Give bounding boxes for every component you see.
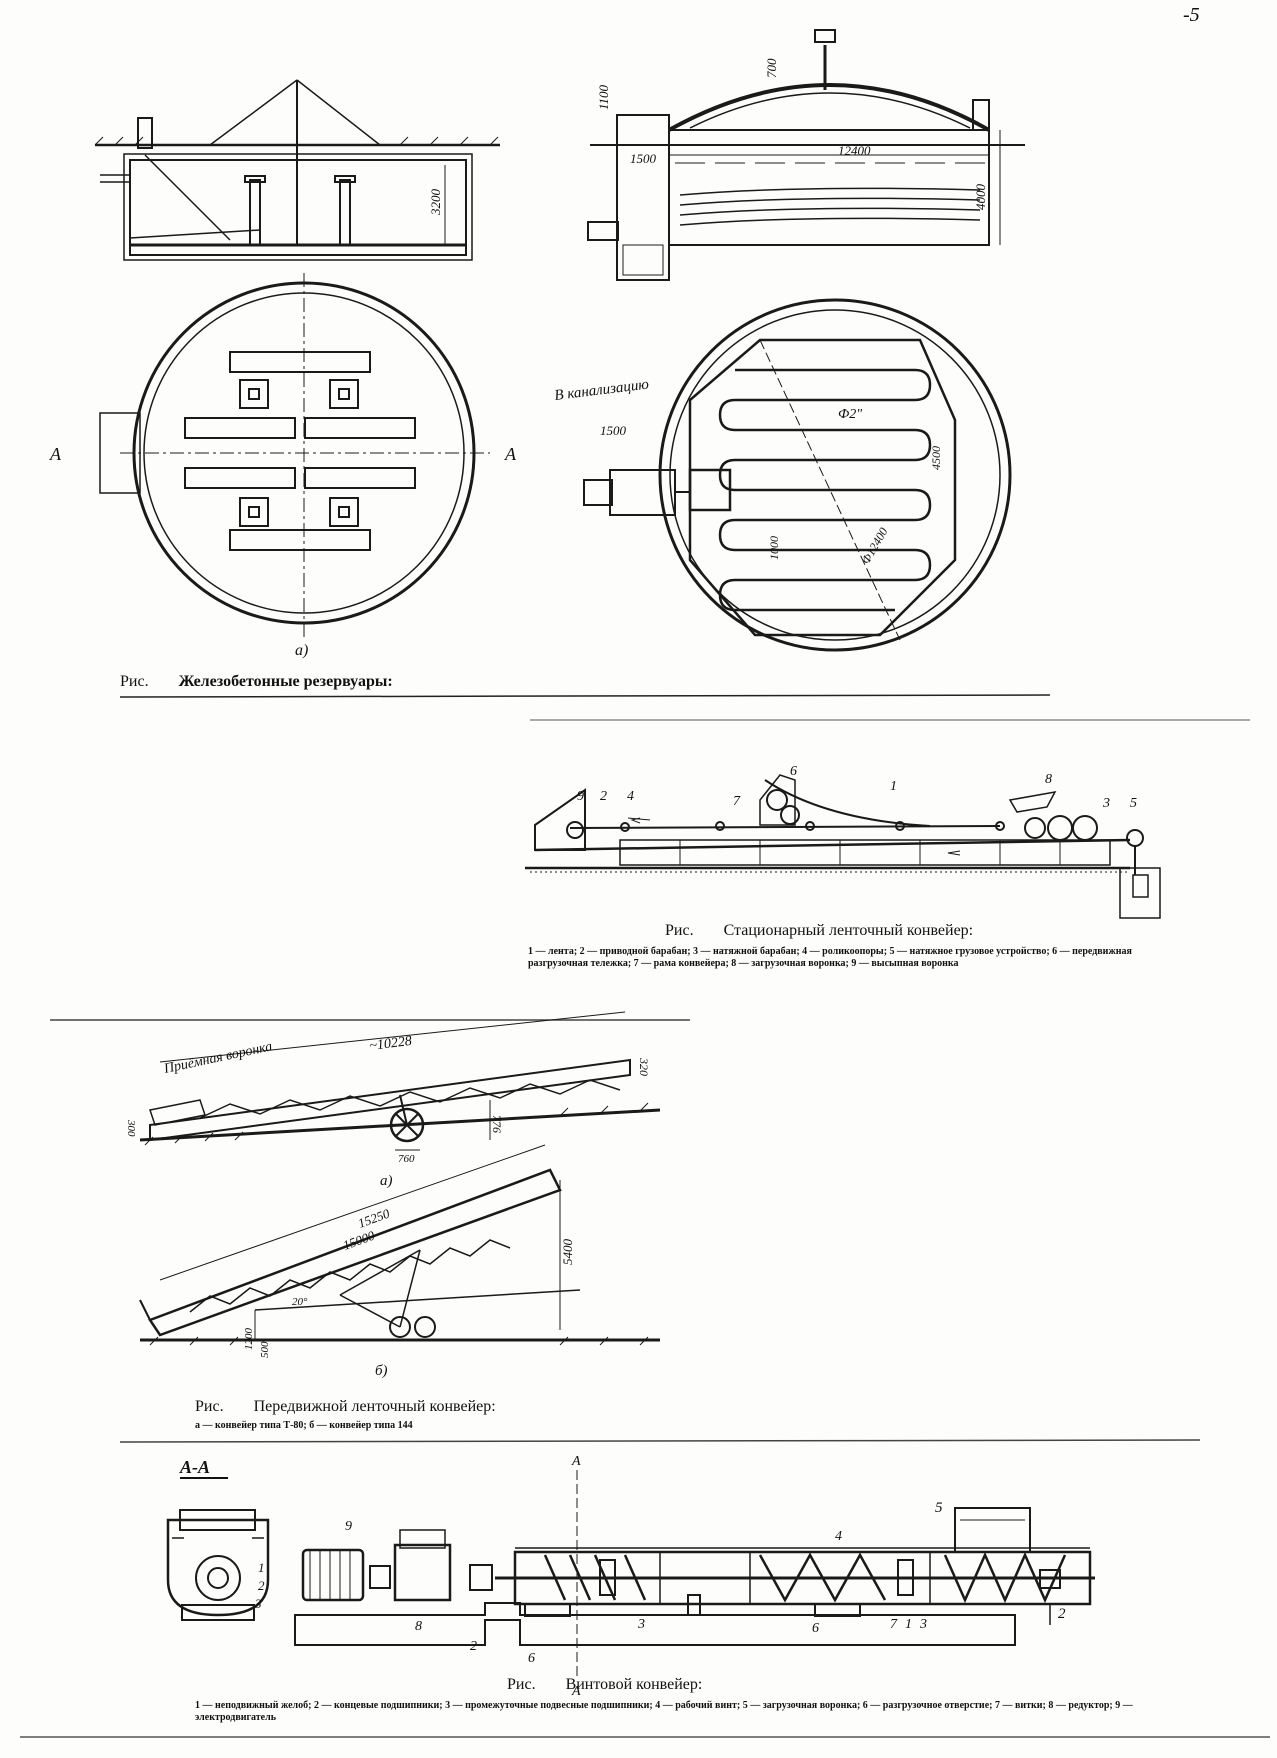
mobile-conveyor-a [139,1011,661,1151]
conv-num-6: 6 [790,764,797,779]
section-num-2: 2 [258,1578,265,1593]
fig1-caption-title: Железобетонные резервуары: [178,673,393,690]
screw-num-2-right: 2 [1058,1606,1066,1622]
fig1-caption: Рис. Железобетонные резервуары: [120,673,393,691]
reservoir-section-right [587,29,1025,281]
screw-num-7: 7 [890,1617,898,1632]
reservoir-plan-right [583,298,1012,652]
fig2-caption-label: Рис. [665,922,694,939]
screw-num-8: 8 [415,1619,422,1634]
dim-10228: ~10228 [369,1034,413,1054]
screw-num-4: 4 [835,1529,842,1544]
conv-num-4: 4 [627,789,634,804]
fig3-caption: Рис. Передвижной ленточный конвейер: [195,1398,496,1416]
fig4-caption-title: Винтовой конвейер: [565,1676,703,1693]
dim-1200: 1200 [243,1328,255,1351]
sub-label-3b: б) [375,1363,388,1379]
dim-4000: 4000 [973,184,988,211]
plan-dim-1500: 1500 [600,423,627,438]
fig3-legend: а — конвейер типа Т-80; б — конвейер тип… [195,1420,413,1431]
screw-num-2-left: 2 [470,1639,477,1654]
screw-num-1: 1 [905,1617,912,1632]
dim-700: 700 [764,58,779,78]
dim-angle: 20° [292,1296,308,1308]
stationary-conveyor [525,774,1161,919]
section-num-3: 3 [254,1596,262,1611]
fig3-caption-title: Передвижной ленточный конвейер: [253,1398,496,1415]
label-receiving-hopper: Приёмная воронка [162,1039,274,1077]
section-mark-left: А [49,444,62,464]
screw-section-aa [166,1509,270,1621]
fig1-caption-label: Рис. [120,673,149,690]
conv-num-3: 3 [1102,796,1110,811]
dim-15000: 15000 [341,1227,377,1252]
dim-320: 320 [637,1057,651,1076]
fig1-rule [119,694,1051,698]
fig2-legend: 1 — лента; 2 — приводной барабан; 3 — на… [528,946,1132,969]
plan-dim-1000: 1000 [767,536,781,560]
dim-760: 760 [398,1153,415,1165]
separator-3 [119,1439,1201,1443]
section-mark-right: А [504,444,517,464]
conv-num-5: 5 [1130,796,1137,811]
sub-label-3a: а) [380,1173,393,1189]
section-aa-title: А-А [179,1457,210,1477]
dim-1100: 1100 [596,84,611,110]
section-num-1: 1 [258,1560,265,1575]
conv-num-9: 9 [577,789,584,804]
dim-12400: 12400 [838,143,871,158]
label-sewer: В канализацию [554,376,651,404]
fig4-legend: 1 — неподвижный желоб; 2 — концевые подш… [195,1700,1133,1723]
sub-label-a: а) [295,642,308,659]
dim-300: 300 [125,1119,137,1137]
conv-num-1: 1 [890,779,897,794]
section-letter-bottom: А [571,1684,581,1699]
section-letter-top: А [571,1454,581,1469]
reservoir-plan-left [99,273,490,640]
screw-num-3-mid: 3 [637,1617,645,1632]
fig2-caption: Рис. Стационарный ленточный конвейер: [665,922,973,940]
screw-num-3-right: 3 [919,1617,927,1632]
plan-dim-pipe: Ф2" [838,407,862,422]
screw-num-5: 5 [935,1500,943,1516]
fig4-caption: Рис. Винтовой конвейер: [507,1676,702,1694]
plan-dim-4500: 4500 [929,446,943,470]
reservoir-section-left [94,79,500,261]
screw-num-6-right: 6 [812,1621,819,1636]
conv-num-7: 7 [733,794,741,809]
fig3-caption-label: Рис. [195,1398,224,1415]
dim-1500: 1500 [630,151,657,166]
mobile-conveyor-b [139,1144,660,1346]
fig4-caption-label: Рис. [507,1676,536,1693]
conv-num-8: 8 [1045,772,1052,787]
plan-dim-diameter: Ф12400 [858,525,890,566]
screw-num-6-left: 6 [528,1651,535,1666]
conv-num-2: 2 [600,789,607,804]
page-number: -5 [1183,4,1200,26]
dim-3200: 3200 [428,189,443,217]
dim-776: 776 [490,1115,504,1133]
fig2-caption-title: Стационарный ленточный конвейер: [723,922,974,939]
screw-num-9: 9 [345,1519,352,1534]
dim-5400: 5400 [560,1239,575,1266]
dim-500: 500 [259,1341,271,1358]
screw-conveyor-main [294,1470,1095,1680]
